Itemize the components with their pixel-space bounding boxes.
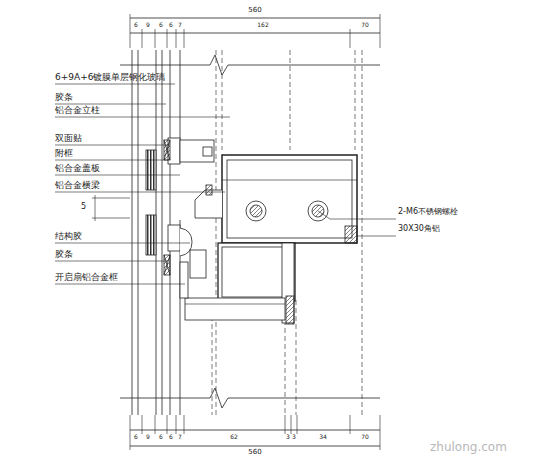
callout-label: 6+9A+6镀膜单层钢化玻璃 xyxy=(55,72,165,83)
callout-label: 6 xyxy=(169,433,173,441)
callout-label: 2-M6不锈钢螺栓 xyxy=(398,207,458,217)
callout-label: 开启扇铝合金框 xyxy=(55,272,118,283)
callout-label: 胶条 xyxy=(55,92,73,103)
callout-label: 560 xyxy=(248,6,261,15)
callout-label: 6 xyxy=(134,433,138,441)
callout-label: 9 xyxy=(146,433,150,441)
callout-label: 34 xyxy=(319,433,327,441)
callout-label: 5 xyxy=(81,202,86,212)
callout-label: 560 xyxy=(248,448,261,457)
callout-label: 7 xyxy=(178,433,182,441)
callout-label: 6 xyxy=(169,21,173,29)
callout-label: 结构胶 xyxy=(55,231,82,242)
callout-label: 162 xyxy=(257,21,268,29)
callout-label: 铝合金立柱 xyxy=(55,105,100,116)
callout-label: 62 xyxy=(230,433,238,441)
callout-label: 70 xyxy=(361,21,369,29)
callout-label: 铝合金横梁 xyxy=(55,180,100,191)
callout-label: 70 xyxy=(361,433,369,441)
callout-label: 30X30角铝 xyxy=(398,224,440,234)
callout-label: 3 xyxy=(292,433,296,441)
callout-label: 3 xyxy=(286,433,290,441)
callout-label: 双面贴 xyxy=(55,133,82,144)
callout-label: 铝合金盖板 xyxy=(55,163,100,174)
callout-label: 6 xyxy=(159,21,163,29)
callout-label: 附框 xyxy=(55,148,73,159)
callout-label: 9 xyxy=(146,21,150,29)
callout-label: 胶条 xyxy=(55,249,73,260)
callout-label: 6 xyxy=(134,21,138,29)
watermark: zhulong.com xyxy=(430,440,507,454)
callout-label: 6 xyxy=(159,433,163,441)
callout-label: 7 xyxy=(178,21,182,29)
